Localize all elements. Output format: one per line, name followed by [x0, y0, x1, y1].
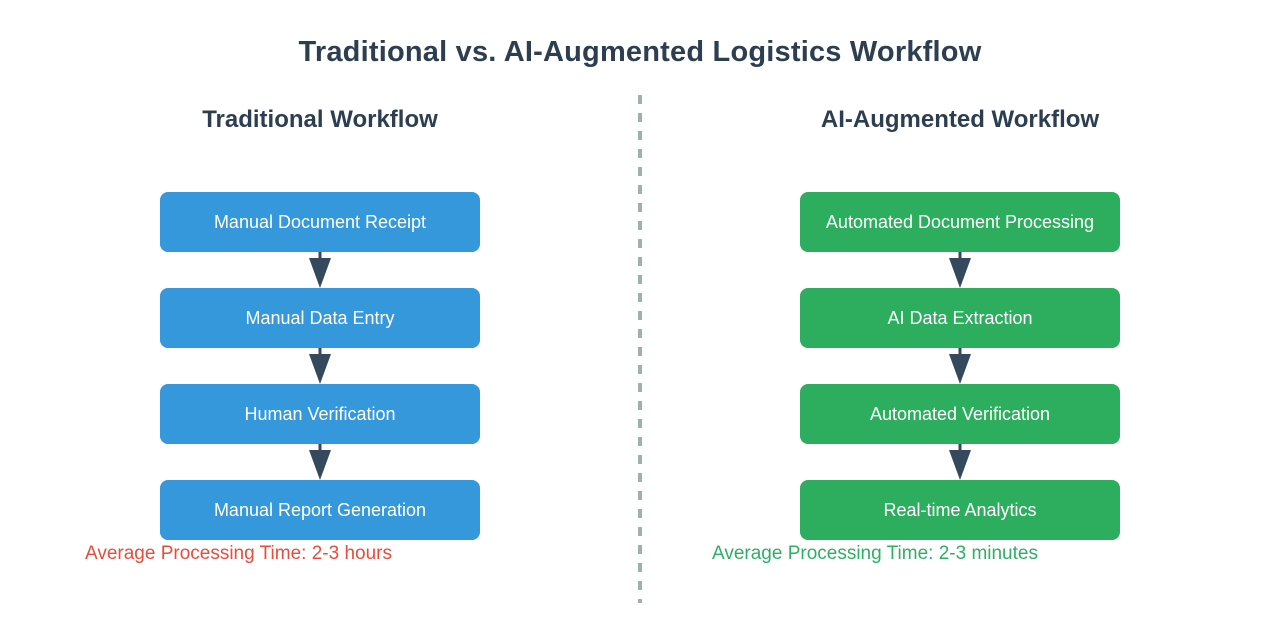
- traditional-workflow-heading: Traditional Workflow: [202, 106, 438, 133]
- step-manual-report-generation: Manual Report Generation: [160, 480, 480, 540]
- arrow-down-icon: [949, 348, 971, 384]
- page-title: Traditional vs. AI-Augmented Logistics W…: [298, 36, 982, 68]
- step-real-time-analytics: Real-time Analytics: [800, 480, 1120, 540]
- step-automated-verification: Automated Verification: [800, 384, 1120, 444]
- step-automated-document-processing: Automated Document Processing: [800, 192, 1120, 252]
- step-manual-data-entry: Manual Data Entry: [160, 288, 480, 348]
- step-ai-data-extraction: AI Data Extraction: [800, 288, 1120, 348]
- ai-processing-time-note: Average Processing Time: 2-3 minutes: [712, 543, 1038, 564]
- arrow-down-icon: [949, 252, 971, 288]
- step-manual-document-receipt: Manual Document Receipt: [160, 192, 480, 252]
- traditional-processing-time-note: Average Processing Time: 2-3 hours: [85, 543, 392, 564]
- arrow-down-icon: [949, 444, 971, 480]
- arrow-down-icon: [309, 252, 331, 288]
- arrow-down-icon: [309, 444, 331, 480]
- ai-workflow-heading: AI-Augmented Workflow: [820, 106, 1100, 133]
- dashed-divider: [638, 95, 642, 603]
- step-human-verification: Human Verification: [160, 384, 480, 444]
- arrow-down-icon: [309, 348, 331, 384]
